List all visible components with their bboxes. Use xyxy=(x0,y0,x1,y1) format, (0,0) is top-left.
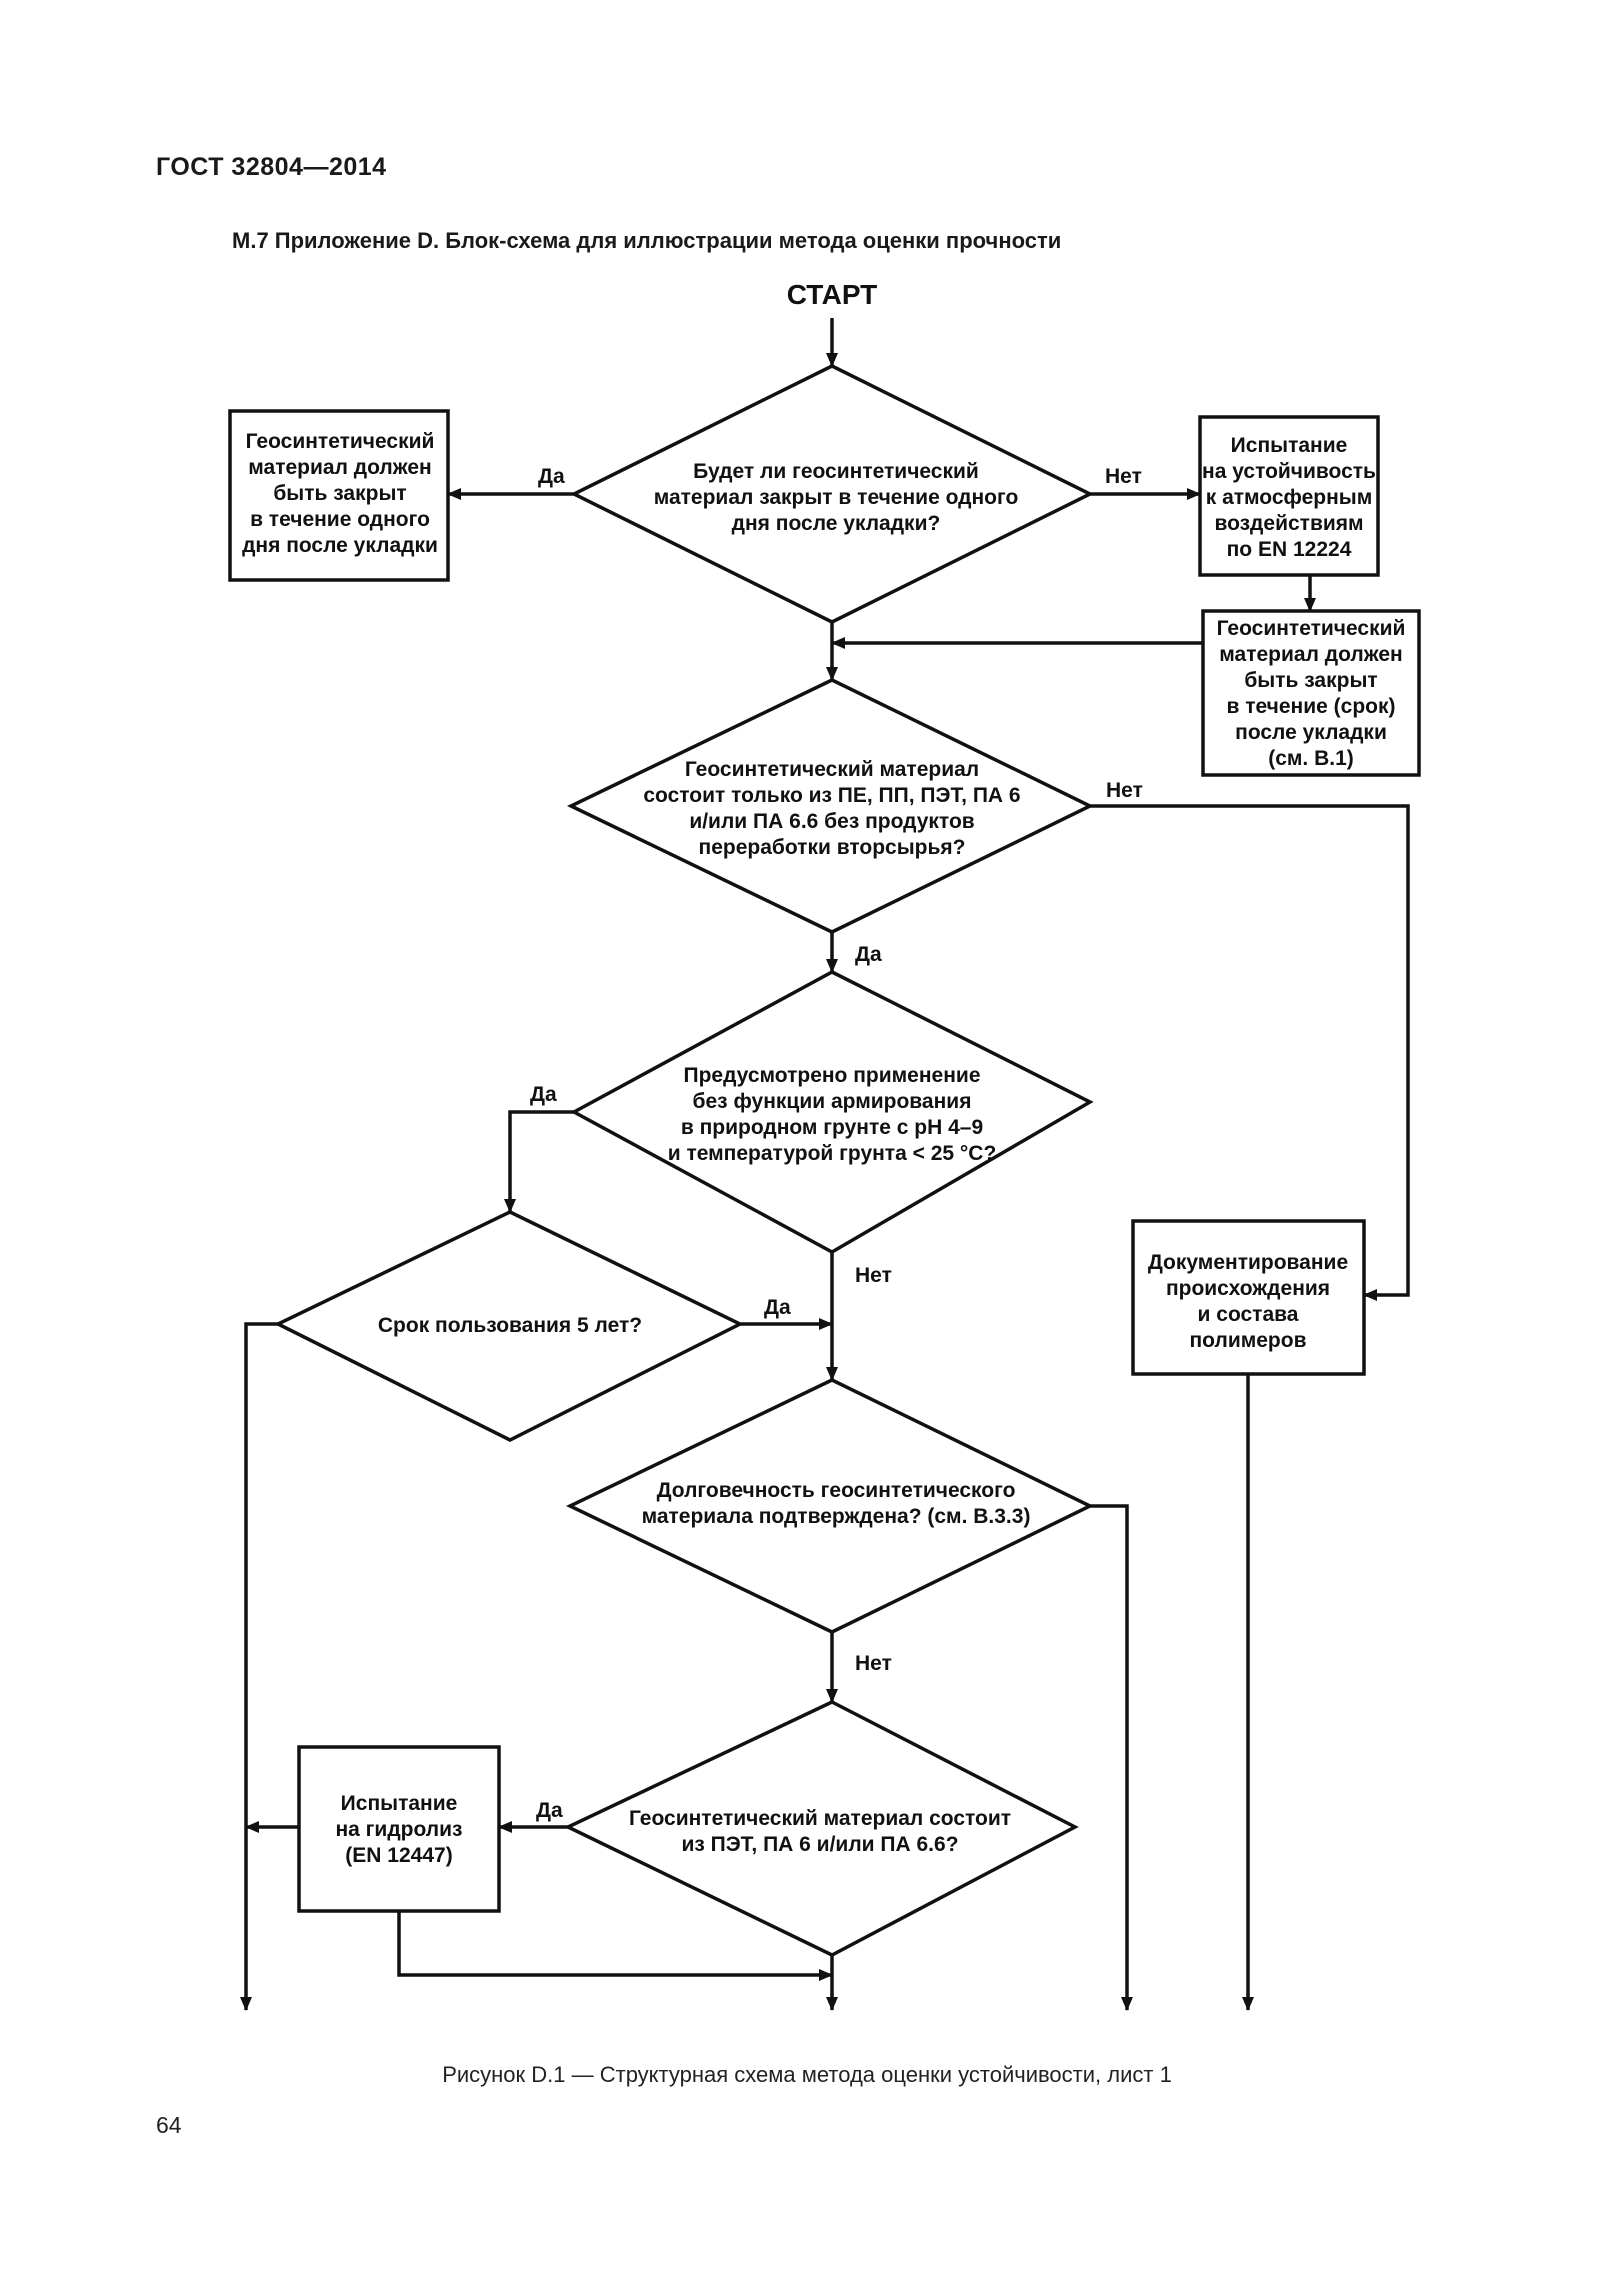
q1-text: Будет ли геосинтетический материал закрыт… xyxy=(654,460,1019,535)
box_hydro-line: Испытание xyxy=(341,1792,458,1815)
box_weather-line: Испытание xyxy=(1231,434,1348,457)
q4-text: Срок пользования 5 лет? xyxy=(378,1314,642,1337)
line-q5-yes xyxy=(1090,1504,1133,2011)
q2-line: переработки вторсырья? xyxy=(699,836,966,859)
q6-text: Геосинтетический материал состоит из ПЭТ,… xyxy=(629,1807,1011,1856)
box_doc-line: полимеров xyxy=(1189,1329,1306,1352)
label-q6-yes: Да xyxy=(536,1799,563,1822)
start-label: СТАРТ xyxy=(787,279,878,310)
q2-line: Геосинтетический материал xyxy=(685,758,979,781)
label-q3-no: Нет xyxy=(855,1264,892,1287)
box_left1-line: материал должен xyxy=(248,456,431,479)
q2-line: и/или ПА 6.6 без продуктов xyxy=(689,810,974,833)
box_weather-line: к атмосферным xyxy=(1206,486,1373,509)
page-number: 64 xyxy=(156,2112,182,2138)
line-hydro-bottom xyxy=(397,1911,833,1981)
box_weather-line: воздействиям xyxy=(1214,512,1363,535)
q4-line: Срок пользования 5 лет? xyxy=(378,1314,642,1337)
q5-line: материала подтверждена? (см. В.3.3) xyxy=(642,1505,1031,1528)
box-weather-text: Испытание на устойчивость к атмосферным воз… xyxy=(1202,434,1376,561)
box_left1-line: Геосинтетический xyxy=(246,430,435,453)
box_hydro-line: (EN 12447) xyxy=(345,1844,452,1867)
box_term-line: (см. В.1) xyxy=(1268,747,1354,770)
label-q1-yes: Да xyxy=(538,465,565,488)
label-q3-yes: Да xyxy=(530,1083,557,1106)
box-term-text: Геосинтетический материал должен быть закр… xyxy=(1217,617,1406,770)
decision-q4 xyxy=(274,1210,744,1442)
label-q1-no: Нет xyxy=(1105,465,1142,488)
box_left1-line: в течение одного xyxy=(250,508,430,531)
q3-text: Предусмотрено применение без функции арми… xyxy=(668,1064,997,1165)
q5-line: Долговечность геосинтетического xyxy=(657,1479,1016,1502)
q1-line: материал закрыт в течение одного xyxy=(654,486,1019,509)
box_hydro-line: на гидролиз xyxy=(335,1818,462,1841)
label-q2-yes: Да xyxy=(855,943,882,966)
start-line: СТАРТ xyxy=(787,279,878,310)
line-q3-yes xyxy=(504,1110,574,1213)
line-q2-no xyxy=(1090,804,1410,1301)
document-header: ГОСТ 32804—2014 xyxy=(156,153,387,181)
box_term-line: материал должен xyxy=(1219,643,1402,666)
label-q2-no: Нет xyxy=(1106,779,1143,802)
q3-line: и температурой грунта < 25 °С? xyxy=(668,1142,997,1165)
q1-line: Будет ли геосинтетический xyxy=(693,460,979,483)
q2-line: состоит только из ПЕ, ПП, ПЭТ, ПА 6 xyxy=(643,784,1020,807)
box_term-line: после укладки xyxy=(1235,721,1387,744)
q5-text: Долговечность геосинтетического материала… xyxy=(642,1479,1031,1528)
section-title: М.7 Приложение D. Блок-схема для иллюстр… xyxy=(232,228,1062,253)
box_doc-line: и состава xyxy=(1198,1303,1299,1326)
q3-line: Предусмотрено применение xyxy=(684,1064,981,1087)
q1-line: дня после укладки? xyxy=(732,512,941,535)
figure-caption: Рисунок D.1 — Структурная схема метода о… xyxy=(442,2062,1172,2087)
box_doc-line: Документирование xyxy=(1148,1251,1348,1274)
line-q4-no xyxy=(240,1322,278,2011)
q3-line: без функции армирования xyxy=(693,1090,972,1113)
box_term-line: в течение (срок) xyxy=(1227,695,1396,718)
box-doc-text: Документирование происхождения и состава по… xyxy=(1148,1251,1348,1352)
box-left1-text: Геосинтетический материал должен быть закр… xyxy=(242,430,438,557)
box_weather-line: на устойчивость xyxy=(1202,460,1376,483)
q6-line: Геосинтетический материал состоит xyxy=(629,1807,1011,1830)
box_left1-line: дня после укладки xyxy=(242,534,438,557)
box-hydro-text: Испытание на гидролиз (EN 12447) xyxy=(335,1792,462,1867)
box_weather-line: по EN 12224 xyxy=(1227,538,1352,561)
label-q5-no: Нет xyxy=(855,1652,892,1675)
box_left1-line: быть закрыт xyxy=(273,482,406,505)
box_term-line: Геосинтетический xyxy=(1217,617,1406,640)
q3-line: в природном грунте с pH 4–9 xyxy=(681,1116,983,1139)
label-q4-yes: Да xyxy=(764,1296,791,1319)
q6-line: из ПЭТ, ПА 6 и/или ПА 6.6? xyxy=(681,1833,958,1856)
box_doc-line: происхождения xyxy=(1166,1277,1330,1300)
box_term-line: быть закрыт xyxy=(1244,669,1377,692)
q2-text: Геосинтетический материал состоит только … xyxy=(643,758,1020,859)
